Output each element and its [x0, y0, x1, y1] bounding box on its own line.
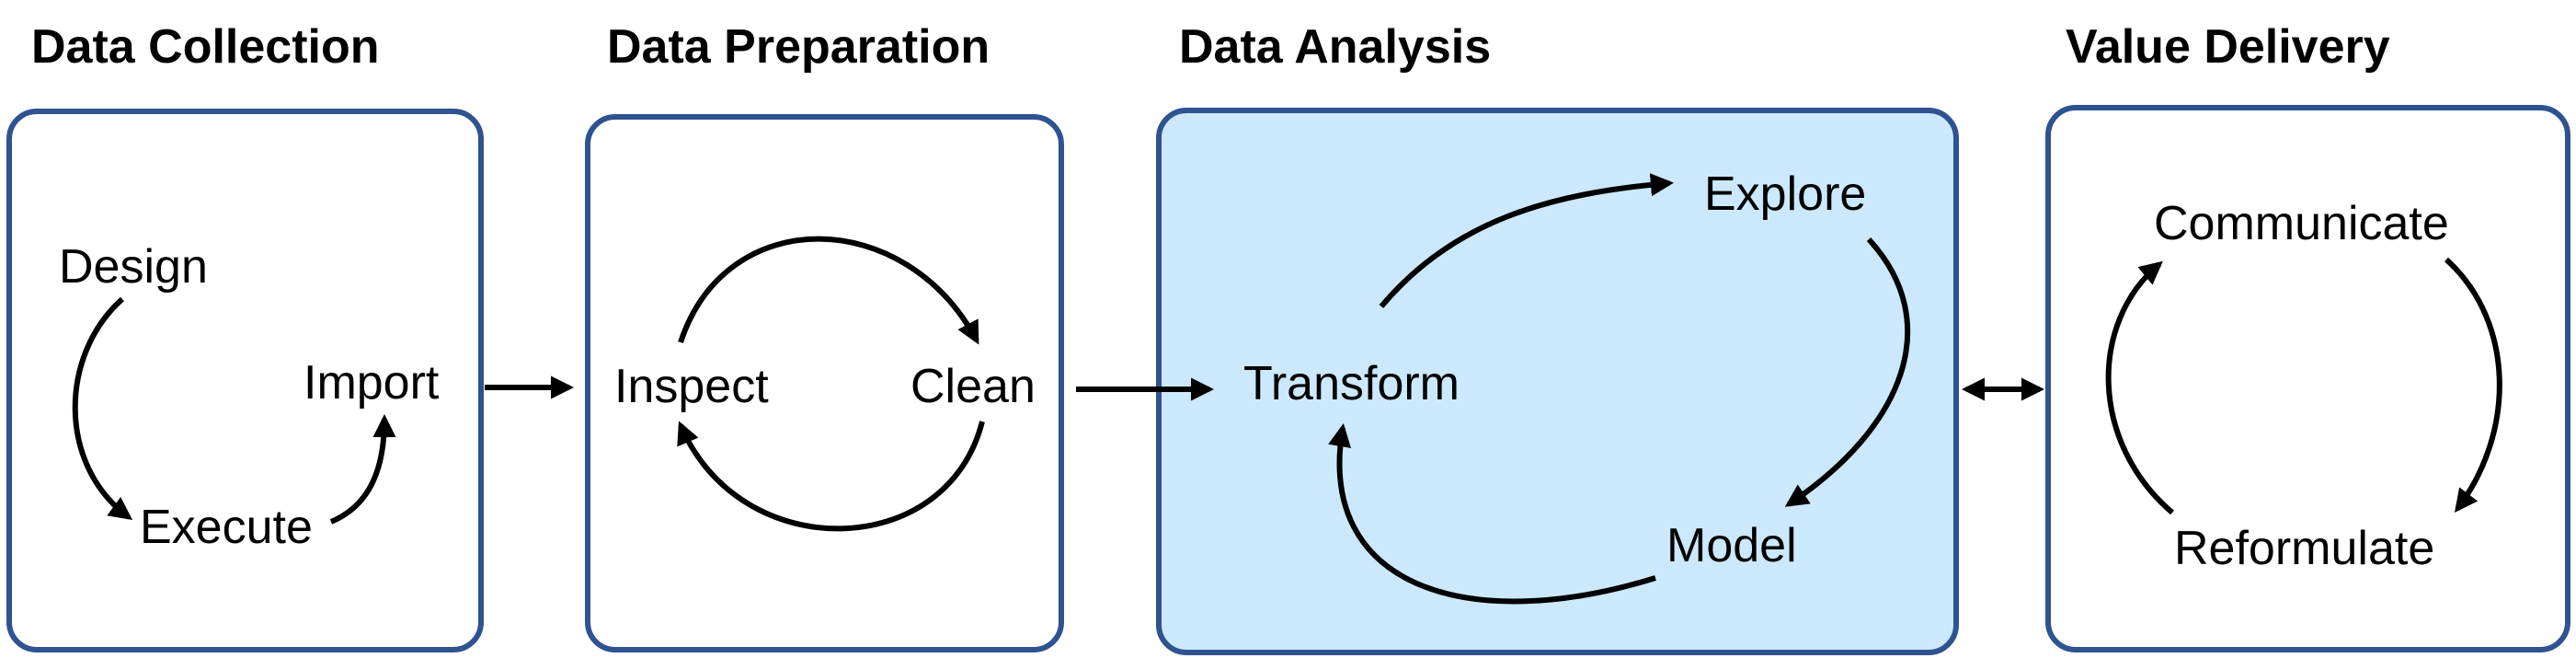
node-model: Model [1666, 519, 1797, 572]
arrow-execute-to-import [329, 413, 396, 525]
arrow-model-to-transform [1328, 423, 1656, 605]
stage-title-data-analysis: Data Analysis [1179, 20, 1491, 74]
arrow-design-to-execute [72, 296, 133, 520]
stage-title-data-preparation: Data Preparation [607, 20, 990, 74]
node-reformulate: Reformulate [2174, 522, 2434, 575]
arrow-inspect-to-clean [678, 236, 979, 345]
stage-box-value-delivery [2045, 105, 2570, 652]
node-inspect: Inspect [614, 360, 769, 413]
node-design: Design [59, 240, 208, 294]
arrow-explore-to-model [1784, 237, 1911, 507]
node-clean: Clean [910, 360, 1036, 413]
stage-box-data-preparation [585, 114, 1064, 652]
node-import: Import [303, 356, 440, 410]
arrow-communicate-to-reformulate [2444, 257, 2502, 514]
stage-title-value-delivery: Value Delivery [2066, 20, 2390, 74]
node-transform: Transform [1243, 357, 1460, 410]
stage-title-data-collection: Data Collection [31, 20, 380, 74]
arrow-reformulate-to-communicate [2105, 260, 2174, 515]
node-execute: Execute [140, 501, 313, 554]
stage-box-data-analysis [1156, 108, 1959, 655]
node-communicate: Communicate [2154, 197, 2449, 250]
node-explore: Explore [1704, 167, 1866, 221]
arrow-clean-to-inspect [677, 421, 985, 532]
arrow-transform-to-explore [1379, 173, 1675, 308]
